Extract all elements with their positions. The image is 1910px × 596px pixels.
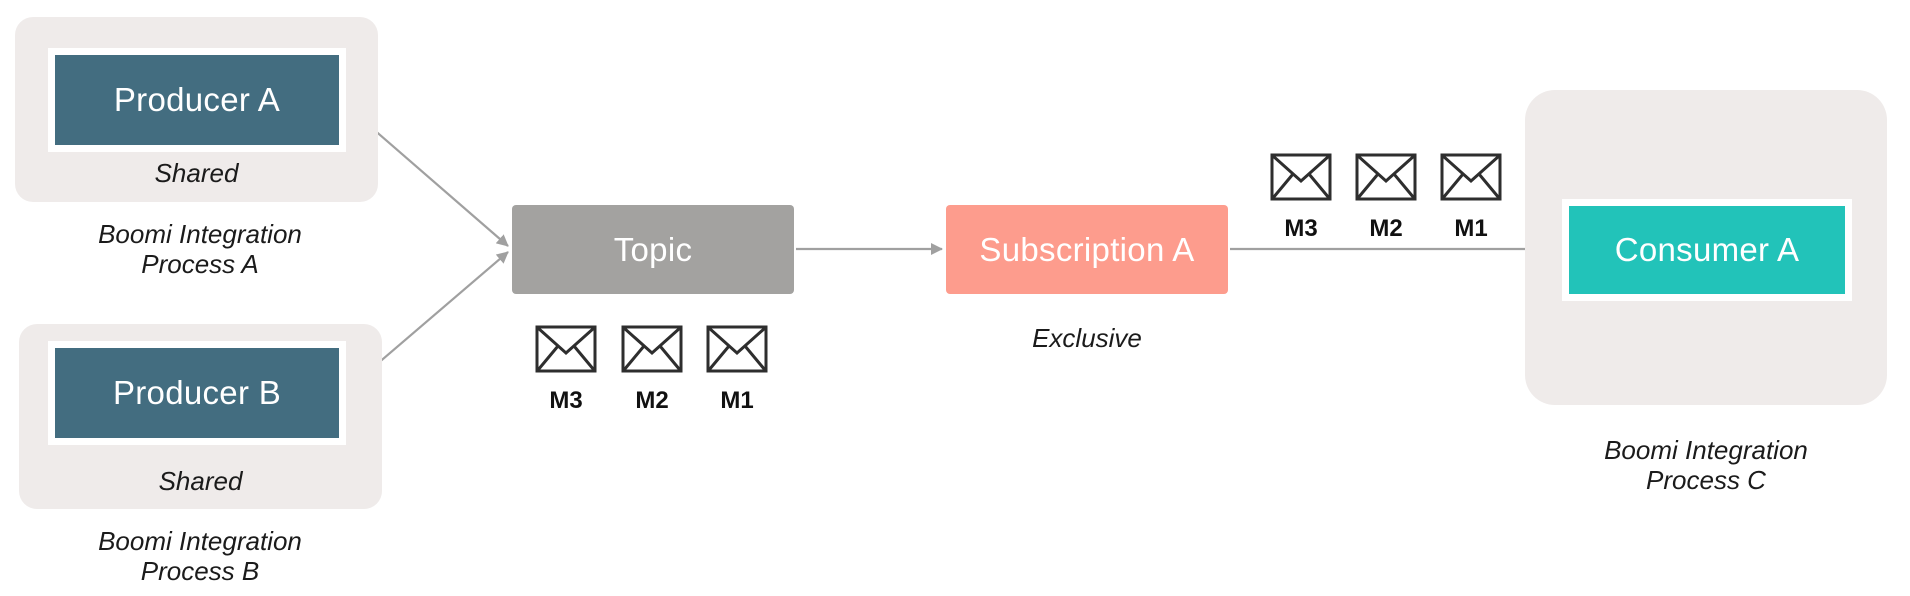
producer-a-process-line1: Boomi Integration: [98, 219, 302, 249]
subscription-message-m1: M1: [1438, 153, 1504, 243]
producer-b-process-line2: Process B: [140, 556, 260, 586]
subscription-a-label: Subscription A: [979, 230, 1195, 268]
topic-message-m1: M1: [704, 325, 770, 415]
subscription-a-mode: Exclusive: [1032, 323, 1142, 353]
subscription-message-m2: M2: [1353, 153, 1419, 243]
envelope-icon: [1440, 153, 1502, 201]
topic-message-label: M1: [720, 387, 754, 414]
envelope-icon: [1270, 153, 1332, 201]
envelope-icon: [706, 325, 768, 373]
subscription-message-m3: M3: [1268, 153, 1334, 243]
topic-node[interactable]: Topic: [512, 205, 794, 294]
consumer-a-node[interactable]: Consumer A: [1562, 199, 1852, 301]
producer-a-label: Producer A: [113, 81, 281, 118]
subscription-a-node[interactable]: Subscription A: [946, 205, 1228, 294]
consumer-a-process-line2: Process C: [1646, 465, 1766, 495]
consumer-a-process: Boomi Integration Process C: [1556, 435, 1856, 495]
producer-a-process-line2: Process A: [141, 249, 259, 279]
producer-b-process-line1: Boomi Integration: [98, 526, 302, 556]
producer-b-node[interactable]: Producer B: [48, 341, 346, 445]
topic-message-m3: M3: [533, 325, 599, 415]
subscription-message-label: M3: [1284, 215, 1318, 242]
consumer-a-process-line1: Boomi Integration: [1604, 435, 1808, 465]
topic-message-label: M2: [635, 387, 669, 414]
producer-b-process: Boomi Integration Process B: [50, 526, 350, 586]
topic-message-label: M3: [549, 387, 583, 414]
topic-message-m2: M2: [619, 325, 685, 415]
envelope-icon: [1355, 153, 1417, 201]
producer-b-label: Producer B: [112, 374, 282, 411]
envelope-icon: [535, 325, 597, 373]
consumer-a-label: Consumer A: [1614, 231, 1800, 268]
topic-label: Topic: [613, 230, 693, 268]
producer-a-process: Boomi Integration Process A: [50, 219, 350, 279]
envelope-icon: [621, 325, 683, 373]
producer-b-mode: Shared: [158, 466, 243, 496]
producer-a-mode: Shared: [154, 158, 239, 188]
subscription-message-label: M1: [1454, 215, 1488, 242]
producer-a-node[interactable]: Producer A: [48, 48, 346, 152]
subscription-message-label: M2: [1369, 215, 1403, 242]
